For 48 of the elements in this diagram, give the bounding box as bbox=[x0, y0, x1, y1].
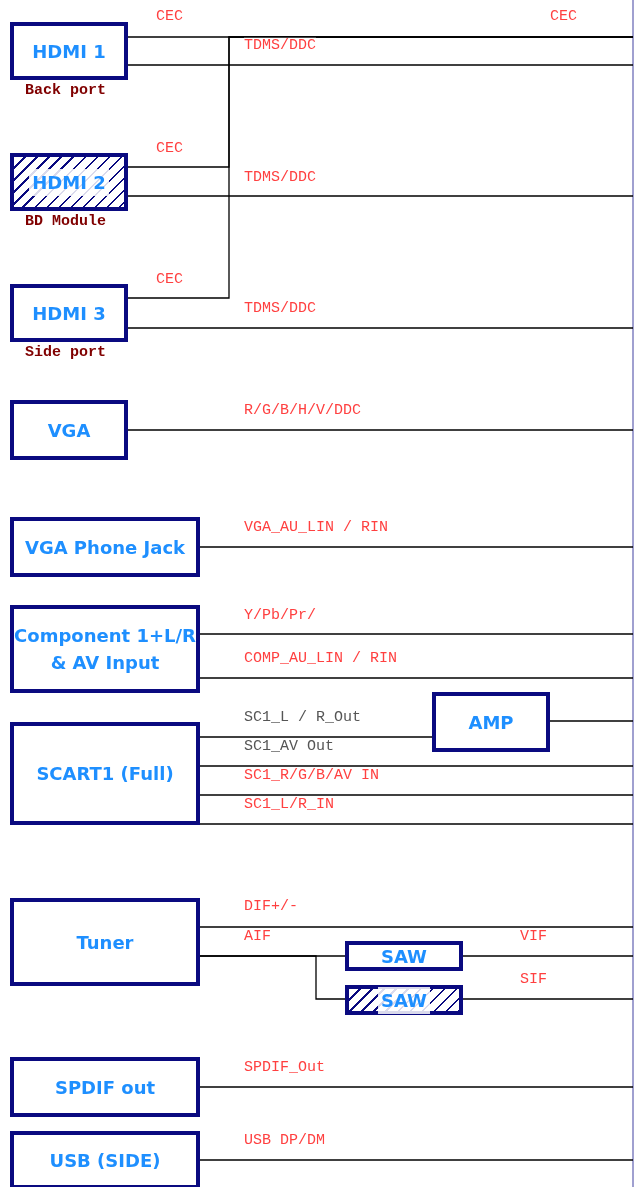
box-label: USB (SIDE) bbox=[49, 1148, 161, 1173]
amplifier-box bbox=[432, 692, 550, 752]
port-box bbox=[10, 605, 200, 693]
box-label: HDMI 1 bbox=[32, 39, 106, 64]
signal-line bbox=[127, 429, 634, 431]
signal-line bbox=[199, 765, 634, 767]
signal-line bbox=[462, 955, 634, 957]
box-label: SAW bbox=[381, 944, 427, 969]
port-box bbox=[10, 517, 200, 577]
port-caption: BD Module bbox=[25, 213, 106, 230]
signal-line bbox=[199, 794, 634, 796]
port-box bbox=[10, 284, 128, 342]
signal-line bbox=[199, 633, 634, 635]
port-box bbox=[10, 400, 128, 460]
box-label: Tuner bbox=[76, 930, 134, 955]
tuner-box bbox=[10, 898, 200, 986]
signal-line bbox=[127, 195, 634, 197]
signal-line bbox=[127, 327, 634, 329]
signal-line bbox=[199, 1086, 634, 1088]
box-label: HDMI 3 bbox=[32, 301, 106, 326]
box-label: SPDIF out bbox=[54, 1075, 156, 1100]
filter-box bbox=[345, 941, 463, 971]
signal-line bbox=[199, 926, 634, 928]
box-label: HDMI 2 bbox=[29, 168, 109, 196]
port-caption: Side port bbox=[25, 344, 106, 361]
port-box bbox=[10, 722, 200, 825]
filter-box bbox=[345, 985, 463, 1015]
box-label: VGA bbox=[47, 418, 91, 443]
signal-line bbox=[199, 1159, 634, 1161]
signal-line bbox=[127, 36, 634, 299]
signal-line bbox=[199, 955, 346, 1000]
module-box bbox=[10, 153, 128, 211]
signal-line bbox=[199, 823, 634, 825]
port-box bbox=[10, 22, 128, 80]
signal-line bbox=[199, 736, 433, 738]
box-label: Component 1+L/R & AV Input bbox=[14, 624, 196, 675]
signal-line bbox=[549, 720, 634, 722]
port-caption: Back port bbox=[25, 82, 106, 99]
box-label: SCART1 (Full) bbox=[36, 762, 174, 786]
port-box bbox=[10, 1057, 200, 1117]
signal-line bbox=[462, 998, 634, 1000]
box-label: VGA Phone Jack bbox=[24, 535, 186, 560]
signal-line bbox=[127, 64, 634, 66]
port-box bbox=[10, 1131, 200, 1187]
box-label: SAW bbox=[378, 986, 430, 1014]
signal-line bbox=[199, 677, 634, 679]
signal-line bbox=[199, 546, 634, 548]
box-label: AMP bbox=[468, 710, 514, 735]
